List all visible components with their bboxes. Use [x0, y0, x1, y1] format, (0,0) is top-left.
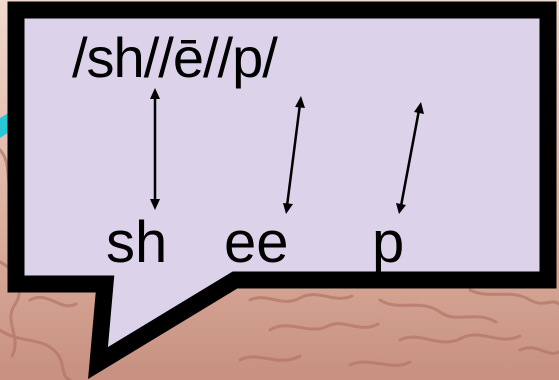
phoneme-transcription: /sh//ē//p/	[72, 30, 277, 86]
grapheme-p: p	[372, 214, 404, 272]
grapheme-sh: sh	[106, 214, 167, 272]
grapheme-ee: ee	[224, 214, 289, 272]
